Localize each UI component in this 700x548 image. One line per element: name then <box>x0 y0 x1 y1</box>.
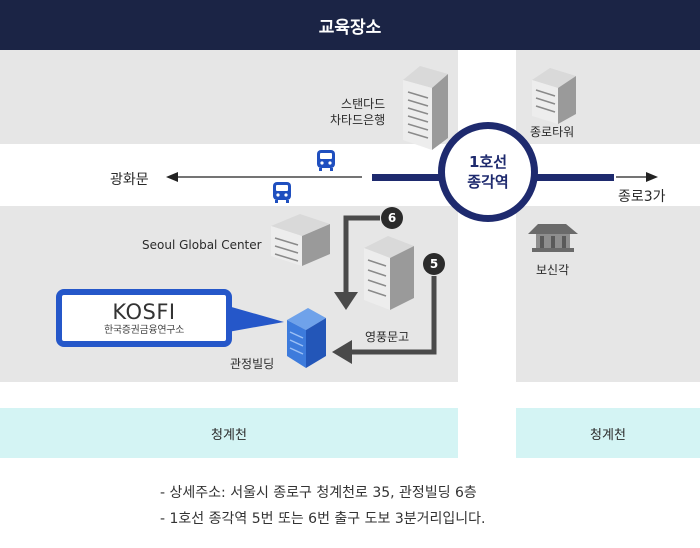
youngpoong-building-icon <box>364 236 414 310</box>
subway-line-right <box>532 174 614 181</box>
label-gwanjeong: 관정빌딩 <box>230 357 275 371</box>
location-info: - 상세주소: 서울시 종로구 청계천로 35, 관정빌딩 6층 - 1호선 종… <box>0 458 700 548</box>
kosfi-subtitle: 한국증권금융연구소 <box>103 324 185 336</box>
kosfi-callout-pointer <box>228 306 284 332</box>
cheonggyecheon-left: 청계천 <box>0 408 458 458</box>
cheonggyecheon-right: 청계천 <box>516 408 700 458</box>
jonggak-station-marker: 1호선 종각역 <box>438 122 538 222</box>
block-top-left <box>0 50 458 144</box>
address-line: - 상세주소: 서울시 종로구 청계천로 35, 관정빌딩 6층 <box>160 485 477 501</box>
exit5-route <box>348 276 437 355</box>
standard-chartered-building-icon <box>403 66 448 150</box>
station-name: 종각역 <box>467 173 509 191</box>
label-standard-chartered: 스탠다드 차타드은행 <box>330 97 386 127</box>
kosfi-logo: KOSFI <box>112 299 176 324</box>
direction-gwanghwamun: 광화문 <box>110 172 149 188</box>
subway-line-left <box>372 174 444 181</box>
exit-5-badge: 5 <box>423 253 445 275</box>
kosfi-callout: KOSFI 한국증권금융연구소 <box>56 289 232 347</box>
bus-icon <box>273 182 291 203</box>
page-header: 교육장소 <box>0 0 700 50</box>
bus-icon <box>317 150 335 171</box>
station-line: 1호선 <box>468 153 508 171</box>
directions-line: - 1호선 종각역 5번 또는 6번 출구 도보 3분거리입니다. <box>160 511 486 527</box>
gwanjeong-building-icon <box>287 308 326 368</box>
label-youngpoong: 영풍문고 <box>365 330 410 344</box>
east-arrow <box>616 172 658 182</box>
label-jongno-tower: 종로타워 <box>530 125 575 139</box>
west-arrow <box>166 172 362 182</box>
jongno-tower-building-icon <box>532 68 576 124</box>
exit6-arrowhead <box>334 292 358 310</box>
bosingak-pavilion-icon <box>528 224 578 252</box>
label-bosingak: 보신각 <box>536 263 570 277</box>
direction-jongno3ga: 종로3가 <box>618 189 666 205</box>
label-seoul-global-center: Seoul Global Center <box>142 238 262 252</box>
page-title: 교육장소 <box>318 17 382 38</box>
exit-6-badge: 6 <box>381 207 403 229</box>
seoul-global-center-building-icon <box>271 214 330 266</box>
exit6-route <box>343 215 380 296</box>
exit5-arrowhead <box>332 340 352 364</box>
